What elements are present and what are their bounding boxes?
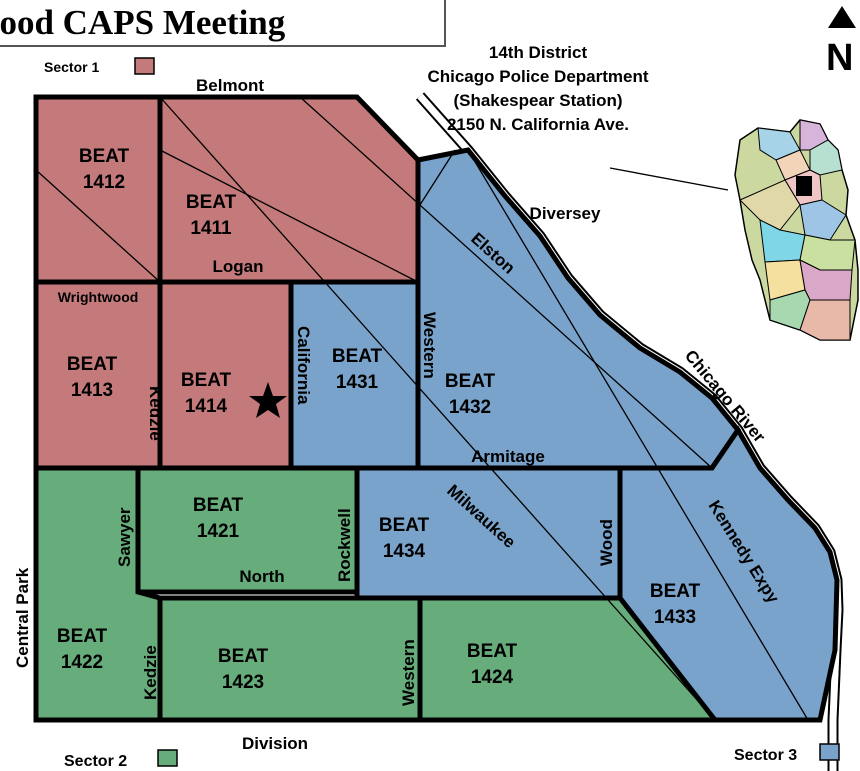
street-kedzie-north: Kedzie — [146, 386, 165, 441]
beat-1412-number: 1412 — [83, 172, 125, 193]
beat-1431-number: 1431 — [336, 372, 379, 393]
beat-1432-area — [415, 147, 742, 471]
beat-1433-number: 1433 — [654, 607, 696, 628]
beat-1413-area — [33, 279, 163, 471]
diag-1411 — [159, 149, 419, 283]
street-wood: Wood — [597, 519, 616, 566]
kennedy-line — [467, 149, 809, 721]
street-kedzie-south: Kedzie — [141, 645, 160, 700]
street-belmont: Belmont — [196, 76, 264, 95]
beat-1422-label: BEAT — [57, 626, 108, 647]
beat-1432-number: 1432 — [449, 397, 491, 418]
chicago-inset-map — [734, 119, 859, 341]
beat-1424-label: BEAT — [467, 641, 518, 662]
sector-2-label: Sector 2 — [64, 753, 127, 770]
street-western-north: Western — [420, 312, 439, 379]
page-title: hood CAPS Meeting — [0, 3, 286, 42]
station-pointer — [417, 149, 456, 209]
street-central-park: Central Park — [13, 567, 32, 668]
street-sawyer: Sawyer — [115, 507, 134, 567]
beat-1422-number: 1422 — [61, 652, 103, 673]
beat-1421-number: 1421 — [197, 521, 240, 542]
sector-1-swatch — [134, 57, 155, 75]
beat-1413-label: BEAT — [67, 354, 118, 375]
beat-1411-label: BEAT — [186, 192, 237, 213]
beat-1431-label: BEAT — [332, 346, 383, 367]
beat-1433-label: BEAT — [650, 581, 701, 602]
street-rockwell: Rockwell — [335, 508, 354, 582]
station-line4: 2150 N. California Ave. — [447, 115, 629, 134]
beat-1434-label: BEAT — [379, 515, 430, 536]
beat-1434-number: 1434 — [383, 541, 426, 562]
street-western-south: Western — [399, 639, 418, 706]
station-line1: 14th District — [489, 43, 588, 62]
station-line3: (Shakespear Station) — [453, 91, 622, 110]
sector-1-label: Sector 1 — [44, 59, 99, 75]
street-wrightwood: Wrightwood — [58, 289, 139, 305]
beat-1423-area — [157, 595, 423, 723]
north-label: N — [826, 37, 853, 79]
beat-1412-label: BEAT — [79, 146, 130, 167]
beat-1414-number: 1414 — [185, 396, 228, 417]
street-logan: Logan — [213, 257, 264, 276]
street-division: Division — [242, 734, 308, 753]
beat-1423-number: 1423 — [222, 672, 264, 693]
street-armitage: Armitage — [471, 447, 545, 466]
beat-1424-number: 1424 — [471, 667, 514, 688]
street-north: North — [239, 567, 284, 586]
station-star-icon — [249, 382, 287, 418]
sector-3-swatch — [819, 743, 840, 761]
beat-1411-number: 1411 — [190, 218, 232, 239]
milwaukee-line — [159, 96, 716, 721]
sector-2-swatch — [157, 749, 178, 767]
beat-1432-label: BEAT — [445, 371, 496, 392]
north-arrow-icon — [828, 6, 856, 28]
beat-1423-label: BEAT — [218, 646, 269, 667]
beat-1413-number: 1413 — [71, 380, 113, 401]
beat-1421-label: BEAT — [193, 495, 244, 516]
station-line2: Chicago Police Department — [427, 67, 648, 86]
street-diversey: Diversey — [530, 204, 601, 223]
diag-1412 — [35, 169, 161, 283]
beat-1414-label: BEAT — [181, 370, 232, 391]
street-california: California — [294, 326, 313, 405]
title-box: hood CAPS Meeting — [0, 0, 446, 47]
elston-line — [299, 96, 713, 469]
inset-pointer — [609, 167, 729, 191]
sector-3-label: Sector 3 — [734, 747, 797, 764]
beat-1411-area — [157, 94, 421, 285]
